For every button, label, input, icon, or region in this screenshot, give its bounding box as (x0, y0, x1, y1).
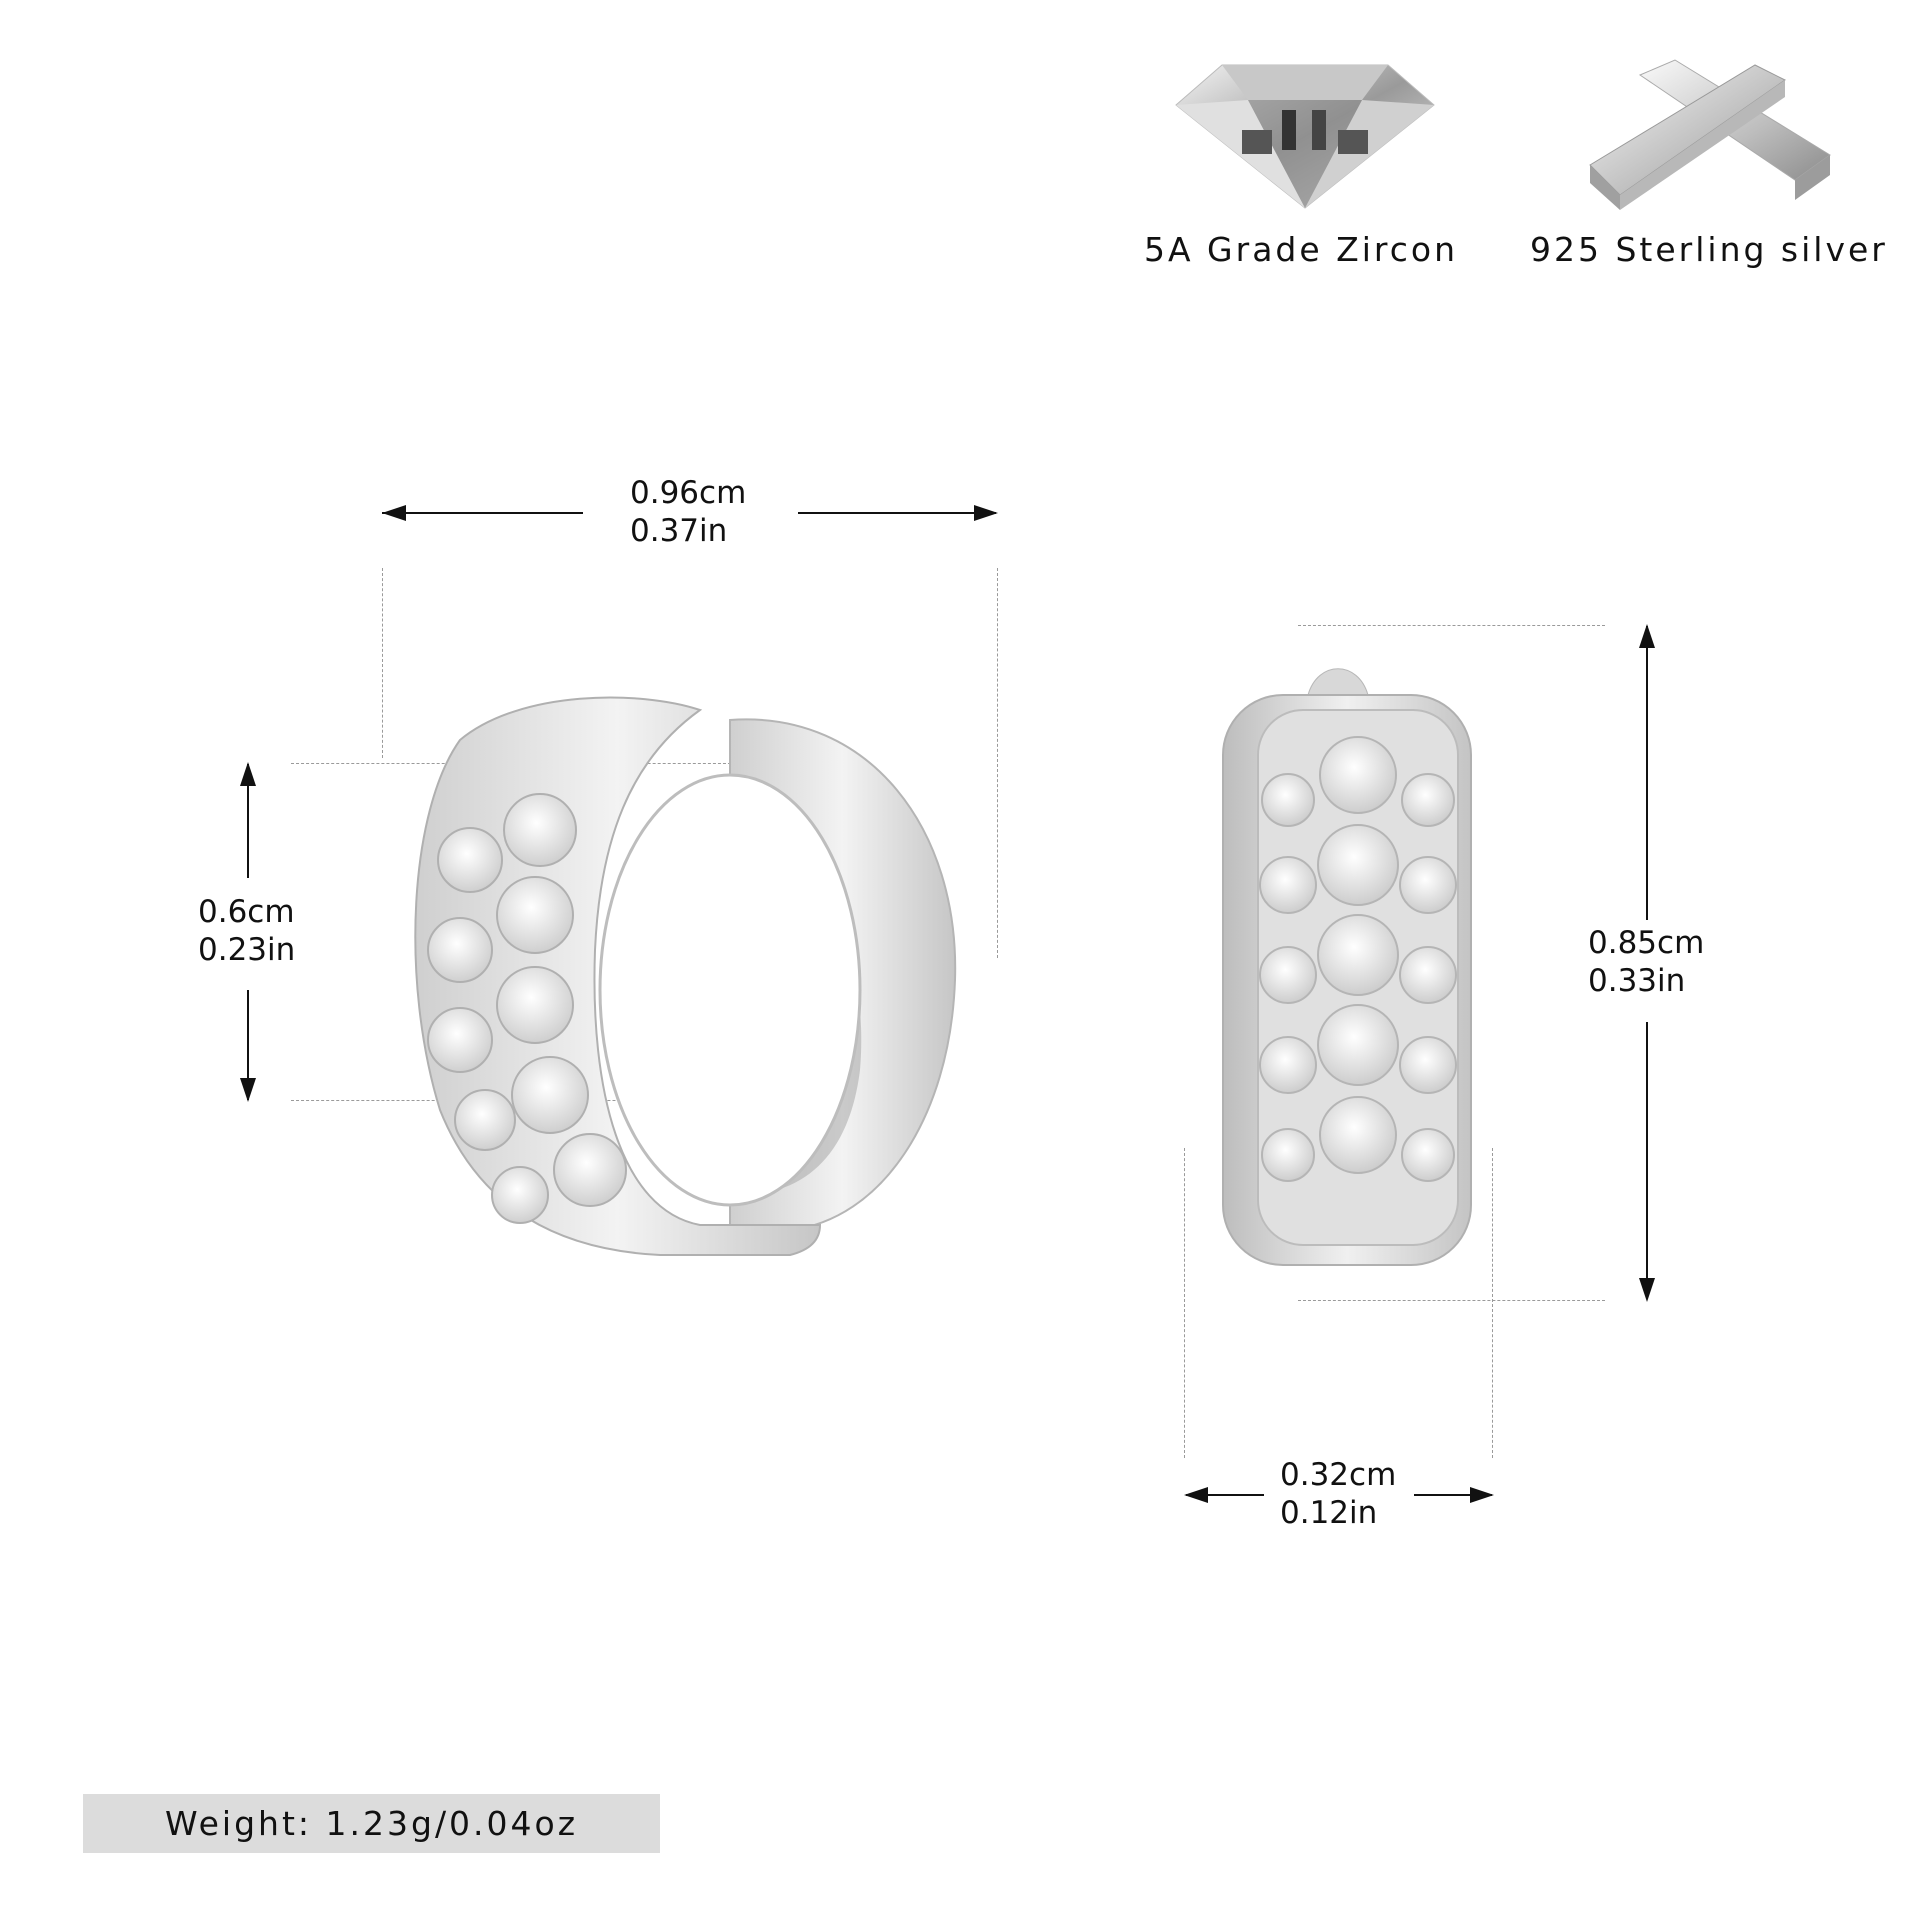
side-height-dimension-cm: 0.85cm (1588, 925, 1705, 961)
earring-side-view-image (1222, 668, 1472, 1266)
side-height-dimension-in: 0.33in (1588, 963, 1686, 999)
width-arrow (382, 505, 998, 521)
thickness-dimension-in: 0.12in (1280, 1495, 1378, 1531)
inner-height-arrow (240, 762, 256, 1102)
width-guide-right (997, 568, 998, 958)
weight-label: Weight: 1.23g/0.04oz (164, 1804, 579, 1843)
feature-sterling-silver-label: 925 Sterling silver (1530, 230, 1888, 269)
thickness-arrow (1184, 1487, 1494, 1503)
feature-sterling-silver: 925 Sterling silver (1530, 55, 1890, 280)
thickness-guide-right (1492, 1148, 1493, 1458)
width-guide-left (382, 568, 383, 758)
feature-zircon-label: 5A Grade Zircon (1144, 230, 1459, 269)
side-height-guide-bottom (1298, 1300, 1605, 1301)
thickness-dimension-cm: 0.32cm (1280, 1457, 1397, 1493)
feature-zircon: 5A Grade Zircon (1144, 60, 1460, 280)
width-dimension-cm: 0.96cm (630, 475, 747, 511)
thickness-guide-left (1184, 1148, 1185, 1458)
silver-bars-icon (1589, 59, 1831, 210)
side-height-guide-top (1298, 625, 1605, 626)
width-dimension-in: 0.37in (630, 513, 728, 549)
weight-badge: Weight: 1.23g/0.04oz (83, 1794, 660, 1853)
inner-height-dimension-cm: 0.6cm (198, 894, 295, 930)
earring-front-view-image (414, 696, 957, 1256)
side-height-arrow (1639, 624, 1655, 1302)
inner-height-dimension-in: 0.23in (198, 932, 296, 968)
diamond-icon (1175, 64, 1435, 209)
